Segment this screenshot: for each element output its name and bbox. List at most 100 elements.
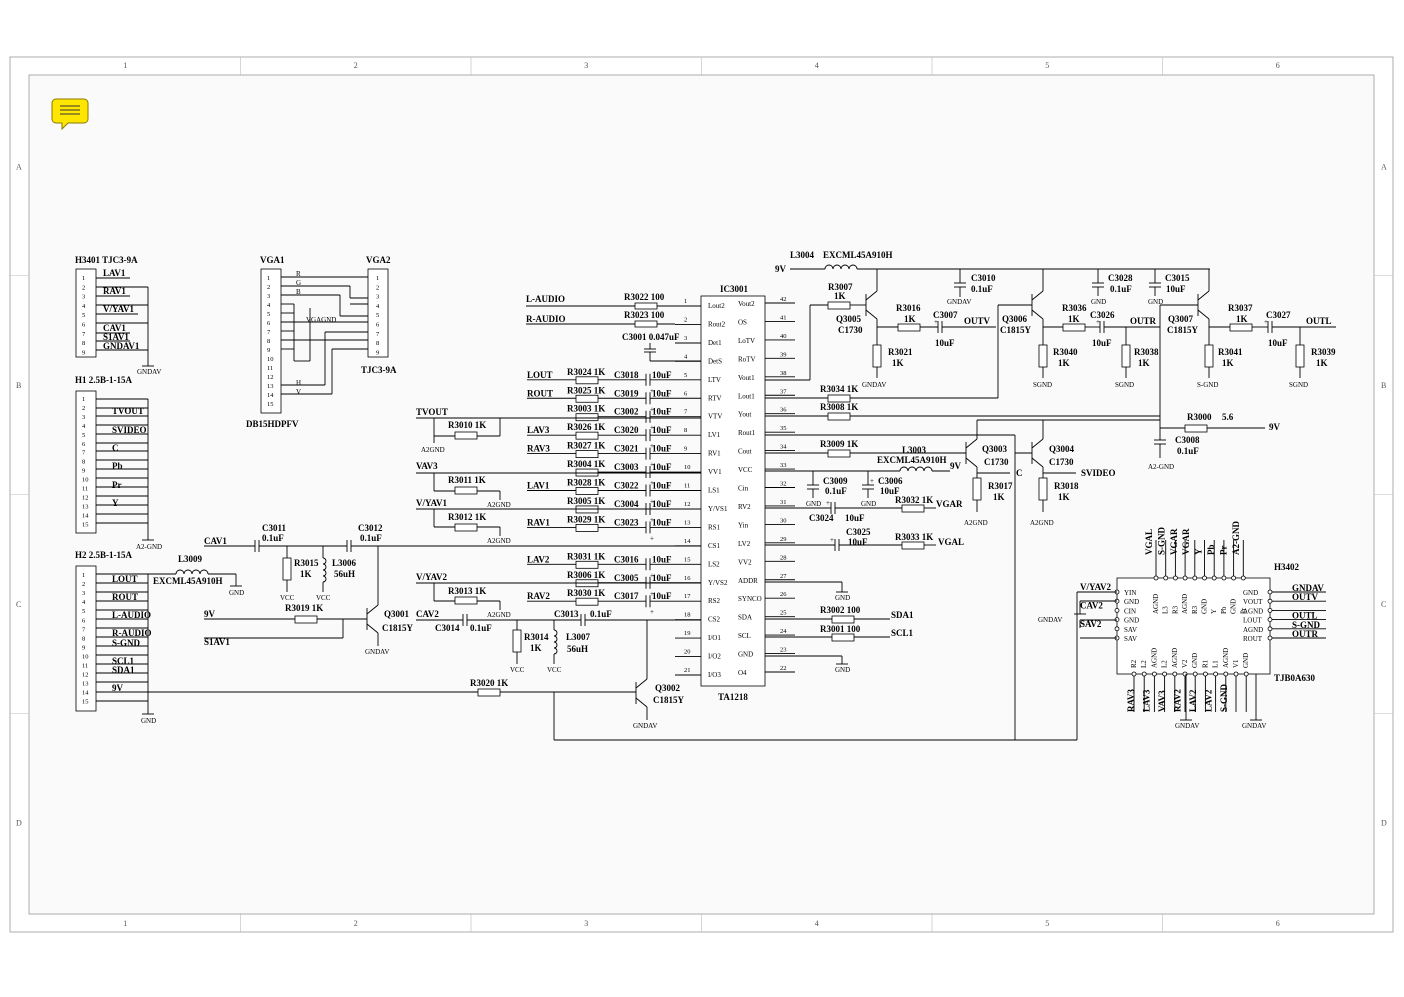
h2-pin-9: 9 [82, 644, 85, 651]
input-cap-label: C3022 [614, 481, 639, 491]
c3006-value: 10uF [880, 486, 900, 496]
h3402-right-pad [1267, 589, 1273, 595]
input-cap-value: 10uF [652, 554, 672, 564]
a2gnd-1: A2GND [421, 446, 445, 454]
ic-pin-name-23: GND [738, 651, 753, 659]
ic-pin-num-22: 22 [780, 665, 787, 672]
q3002: R3020 1K Q3002 C1815Y GNDAV [148, 620, 1015, 741]
h3402-left-pin: CIN [1124, 607, 1136, 615]
ic-pin-num-16: 16 [684, 575, 691, 582]
h1-title: H1 2.5B-1-15A [75, 375, 132, 385]
r3001-label: R3001 100 [820, 624, 861, 634]
h3402-left-pin: SAV [1124, 635, 1137, 643]
l3009-part: EXCML45A910H [153, 576, 223, 586]
ic-pin-num-25: 25 [780, 610, 787, 617]
ic-pin-num-31: 31 [780, 499, 787, 506]
net-9v-right: 9V [1269, 422, 1281, 432]
h3402-bottom-pin: R2 [1130, 659, 1138, 668]
net-outv: OUTV [964, 316, 991, 326]
net-9v-h2: 9V [112, 683, 124, 693]
c3010-value: 0.1uF [971, 284, 993, 294]
c3007-value: 10uF [935, 338, 955, 348]
vga2-pin-6: 6 [376, 322, 380, 329]
sgnd-r3039: SGND [1289, 381, 1308, 389]
h3402-bottom-pin: AGND [1171, 648, 1179, 668]
h3402-bottom-pin: L1 [1212, 660, 1220, 668]
vga1-pin-10: 10 [267, 356, 274, 363]
input-net-rav3: RAV3 [527, 444, 550, 454]
r3000-value: 5.6 [1222, 412, 1234, 422]
vga1-pin-2: 2 [267, 284, 270, 291]
input-resistor [575, 431, 599, 440]
c3012-label: C3012 [358, 523, 383, 533]
input-cap-plus: + [650, 405, 654, 413]
h3402-top-pad [1240, 575, 1246, 581]
video-inputs: TVOUT R3010 1K A2GND VAV3 R3011 1K A2GND… [416, 407, 701, 619]
r3037-value: 1K [1236, 314, 1248, 324]
input-cap-label: C3003 [614, 462, 639, 472]
svg-text:+: + [826, 499, 830, 507]
h3402-bottom-pad [1172, 671, 1178, 677]
frame-col-top-5: 5 [1045, 61, 1049, 70]
h3402-top-net: Y [1194, 548, 1204, 555]
h3402-bottom-pin: L2 [1140, 660, 1148, 668]
c3024-label: C3024 [809, 513, 834, 523]
net-sda1-h2: SDA1 [112, 665, 135, 675]
net-c-h1: C [112, 443, 119, 453]
input-net-rav1: RAV1 [527, 517, 550, 527]
r3039-value: 1K [1316, 358, 1328, 368]
gndav-r3021: GNDAV [862, 381, 886, 389]
frame-col-bottom-1: 1 [123, 919, 127, 928]
h3402-right-pin: GND [1243, 589, 1258, 597]
input-cap-value: 10uF [652, 591, 672, 601]
net-v: V [296, 388, 301, 396]
q3002-part: C1815Y [653, 695, 684, 705]
audio-inputs: L-AUDIO R3022 100 R-AUDIO R3023 100 C300… [526, 292, 701, 362]
ic-pin-num-26: 26 [780, 591, 787, 598]
c3006-label: C3006 [878, 476, 903, 486]
r3032-label: R3032 1K [895, 495, 933, 505]
vga1-pin-7: 7 [267, 329, 271, 336]
ic-pin-num-30: 30 [780, 517, 787, 524]
input-resistor-label: R3025 1K [567, 385, 605, 395]
h3402-bottom-pad [1203, 671, 1208, 677]
h3402-right-pin: AGND [1243, 607, 1263, 615]
ic-pin-name-1: Lout2 [708, 302, 725, 310]
frame-col-bottom-5: 5 [1045, 919, 1049, 928]
input-resistor [575, 505, 599, 514]
c3007-label: C3007 [933, 310, 958, 320]
comment-icon[interactable] [51, 98, 89, 131]
q3003-label: Q3003 [982, 444, 1008, 454]
h3402-bottom-pin: R1 [1201, 659, 1209, 668]
vga1-pin-1: 1 [267, 275, 270, 282]
net-vgagnd: VGAGND [306, 316, 336, 324]
ic-pin-name-3: Det1 [708, 339, 722, 347]
r3007-value: 1K [834, 291, 846, 301]
h3402-right-net: S-GND [1292, 620, 1321, 630]
input-resistor-label: R3029 1K [567, 514, 605, 524]
q3004-label: Q3004 [1049, 444, 1075, 454]
net-cav1: CAV1 [103, 323, 126, 333]
input-cap-value: 10uF [652, 517, 672, 527]
input-cap-label: C3021 [614, 444, 639, 454]
ic-pin-num-13: 13 [684, 519, 691, 526]
frame-col-bottom-6: 6 [1276, 919, 1280, 928]
h2-pin-11: 11 [82, 663, 88, 670]
ic-pin-num-6: 6 [684, 390, 688, 397]
h3401-pin-2: 2 [82, 284, 85, 291]
q3005-part: C1730 [838, 325, 863, 335]
ic-pin-num-4: 4 [684, 353, 688, 360]
h3402-bottom-net: VAV3 [1157, 690, 1167, 712]
input-cap-value: 10uF [652, 481, 672, 491]
gnd-ic: GND [835, 666, 850, 674]
c3026-label: C3026 [1090, 310, 1115, 320]
r3038-label: R3038 [1134, 347, 1159, 357]
gnd-c3006: GND [861, 500, 876, 508]
ic-pin-num-18: 18 [684, 612, 691, 619]
net-outl: OUTL [1306, 316, 1332, 326]
c3008-value: 0.1uF [1177, 446, 1199, 456]
net-svideo: SVIDEO [1081, 468, 1116, 478]
